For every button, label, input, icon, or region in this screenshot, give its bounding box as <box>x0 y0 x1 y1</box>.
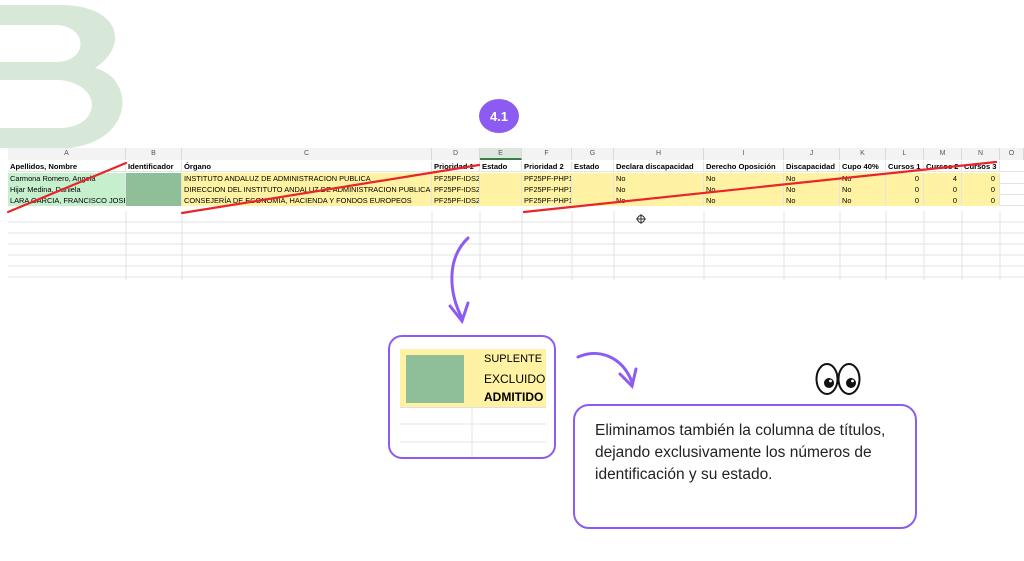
header-cell[interactable]: Estado <box>572 161 614 172</box>
col-letter-c[interactable]: C <box>182 148 432 160</box>
table-cell[interactable]: PF25PF-PHP1 <box>522 184 572 195</box>
table-cell[interactable] <box>480 173 522 184</box>
col-letter-j[interactable]: J <box>784 148 840 160</box>
table-cell[interactable]: 0 <box>962 184 1000 195</box>
table-cell[interactable] <box>480 184 522 195</box>
col-letter-d[interactable]: D <box>432 148 480 160</box>
header-cell[interactable]: Prioridad 1 <box>432 161 480 172</box>
table-cell[interactable]: No <box>704 184 784 195</box>
table-cell[interactable] <box>480 195 522 206</box>
header-cell[interactable]: Cupo 40% <box>840 161 886 172</box>
table-cell[interactable]: 0 <box>886 173 924 184</box>
table-cell[interactable]: INSTITUTO ANDALUZ DE ADMINISTRACION PUBL… <box>182 173 432 184</box>
table-cell[interactable]: 4 <box>924 173 962 184</box>
header-cell[interactable]: Identificador <box>126 161 182 172</box>
col-letter-a[interactable]: A <box>8 148 126 160</box>
col-letter-k[interactable]: K <box>840 148 886 160</box>
col-letter-b[interactable]: B <box>126 148 182 160</box>
col-letter-e[interactable]: E <box>480 148 522 160</box>
zoom-grid <box>400 407 546 457</box>
table-cell[interactable]: No <box>614 195 704 206</box>
table-header-row: Apellidos, Nombre Identificador Órgano P… <box>8 161 1024 172</box>
table-row: Hijar Medina, Daniela DIRECCION DEL INST… <box>8 184 1024 195</box>
column-header-row: A B C D E F G H I J K L M N O <box>8 148 1024 160</box>
table-cell[interactable]: PF25PF-IDS2 <box>432 173 480 184</box>
header-cell[interactable]: Cursos 3 <box>962 161 1000 172</box>
header-cell[interactable]: Discapacidad <box>784 161 840 172</box>
empty-grid <box>8 211 1024 280</box>
step-badge: 4.1 <box>479 99 519 133</box>
col-letter-m[interactable]: M <box>924 148 962 160</box>
table-cell[interactable]: No <box>704 195 784 206</box>
header-cell[interactable]: Apellidos, Nombre <box>8 161 126 172</box>
table-cell[interactable]: PF25PF-PHP1 <box>522 173 572 184</box>
header-cell[interactable]: Estado <box>480 161 522 172</box>
table-cell[interactable]: No <box>840 195 886 206</box>
table-cell[interactable]: No <box>614 184 704 195</box>
table-cell[interactable]: No <box>784 195 840 206</box>
col-letter-o[interactable]: O <box>1000 148 1024 160</box>
eyes-icon <box>815 363 861 395</box>
col-letter-n[interactable]: N <box>962 148 1000 160</box>
header-cell[interactable]: Declara discapacidad <box>614 161 704 172</box>
header-cell[interactable]: Cursos 2 <box>924 161 962 172</box>
brand-logo <box>0 5 123 148</box>
table-cell[interactable]: 0 <box>962 173 1000 184</box>
table-cell[interactable]: DIRECCION DEL INSTITUTO ANDALUZ DE ADMIN… <box>182 184 432 195</box>
spreadsheet: A B C D E F G H I J K L M N O Apellidos,… <box>8 148 1024 280</box>
col-letter-g[interactable]: G <box>572 148 614 160</box>
table-row: Carmona Romero, Angela INSTITUTO ANDALUZ… <box>8 173 1024 184</box>
table-cell[interactable]: No <box>784 184 840 195</box>
callout-text: Eliminamos también la columna de títulos… <box>595 422 886 483</box>
header-cell[interactable]: Derecho Oposición <box>704 161 784 172</box>
table-cell[interactable] <box>126 195 182 206</box>
callout-text-box: Eliminamos también la columna de títulos… <box>573 404 917 529</box>
status-label-suplente: SUPLENTE <box>484 353 543 365</box>
header-cell[interactable]: Cursos 1 <box>886 161 924 172</box>
status-label-admitido: ADMITIDO <box>484 390 544 404</box>
curved-arrow-icon <box>576 352 638 389</box>
table-cell[interactable]: 0 <box>924 184 962 195</box>
table-cell[interactable]: Carmona Romero, Angela <box>8 173 126 184</box>
table-cell[interactable]: 0 <box>924 195 962 206</box>
table-cell[interactable]: No <box>704 173 784 184</box>
table-cell[interactable]: 0 <box>886 195 924 206</box>
table-cell[interactable]: PF25PF-PHP1 <box>522 195 572 206</box>
table-cell[interactable]: PF25PF-IDS2 <box>432 195 480 206</box>
header-cell[interactable]: Órgano <box>182 161 432 172</box>
table-cell[interactable]: 0 <box>962 195 1000 206</box>
zoom-id-swatch <box>406 355 464 403</box>
col-letter-f[interactable]: F <box>522 148 572 160</box>
col-letter-i[interactable]: I <box>704 148 784 160</box>
zoom-highlight-area: SUPLENTE EXCLUIDO ADMITIDO <box>400 349 546 407</box>
table-cell[interactable] <box>572 173 614 184</box>
table-cell[interactable]: Hijar Medina, Daniela <box>8 184 126 195</box>
table-cell[interactable] <box>126 173 182 184</box>
col-letter-h[interactable]: H <box>614 148 704 160</box>
table-cell[interactable] <box>572 184 614 195</box>
table-cell[interactable] <box>126 184 182 195</box>
table-cell[interactable]: No <box>840 184 886 195</box>
table-cell[interactable]: CONSEJERÍA DE ECONOMÍA, HACIENDA Y FONDO… <box>182 195 432 206</box>
table-cell[interactable] <box>572 195 614 206</box>
col-letter-l[interactable]: L <box>886 148 924 160</box>
table-cell[interactable]: No <box>784 173 840 184</box>
zoom-detail-box: SUPLENTE EXCLUIDO ADMITIDO <box>388 335 556 459</box>
status-label-excluido: EXCLUIDO <box>484 372 546 386</box>
table-row: LARA GARCIA, FRANCISCO JOSE CONSEJERÍA D… <box>8 195 1024 206</box>
table-cell[interactable]: No <box>614 173 704 184</box>
header-cell[interactable]: Prioridad 2 <box>522 161 572 172</box>
table-cell[interactable]: LARA GARCIA, FRANCISCO JOSE <box>8 195 126 206</box>
table-cell[interactable]: 0 <box>886 184 924 195</box>
table-cell[interactable]: No <box>840 173 886 184</box>
table-cell[interactable]: PF25PF-IDS2 <box>432 184 480 195</box>
